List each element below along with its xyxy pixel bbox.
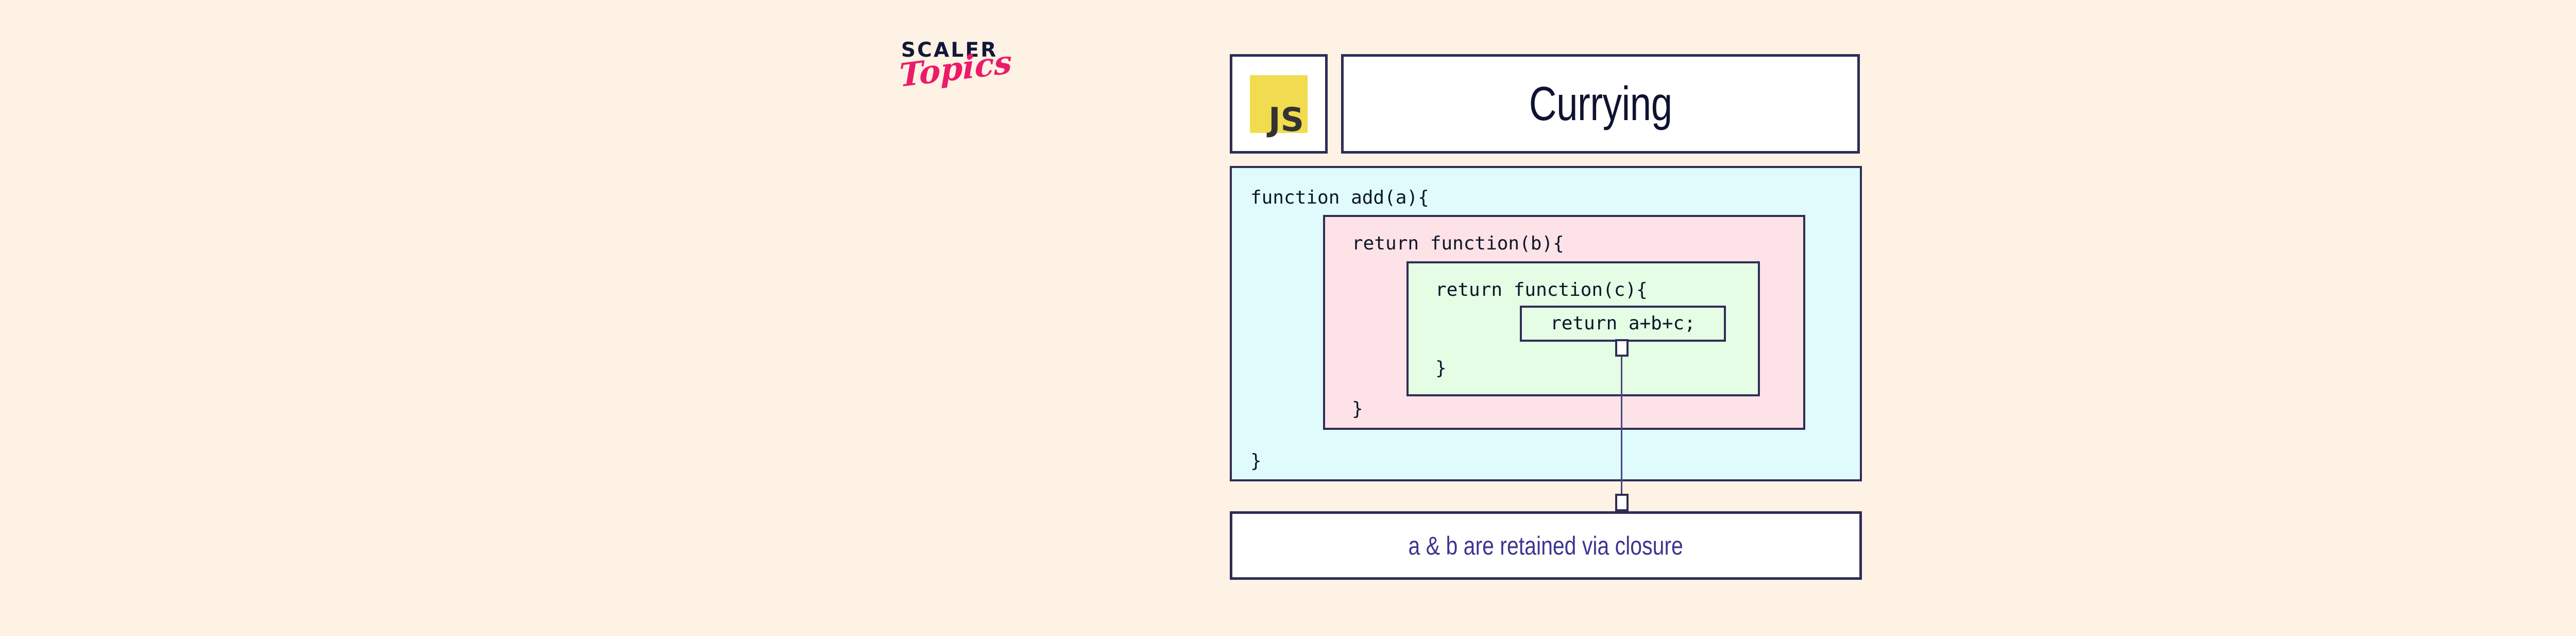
javascript-badge-box: JS bbox=[1230, 54, 1328, 154]
closure-callout-text: a & b are retained via closure bbox=[1408, 531, 1684, 560]
code-scope-inner: return function(c){ return a+b+c; } bbox=[1406, 261, 1760, 396]
connector-line bbox=[1621, 340, 1622, 515]
logo-wordmark-scaler: SCALER bbox=[901, 39, 998, 62]
title-box: Currying bbox=[1341, 54, 1860, 154]
page-title: Currying bbox=[1529, 77, 1672, 130]
code-scope-outer: function add(a){ return function(b){ ret… bbox=[1230, 166, 1862, 481]
code-closing-brace-outer: } bbox=[1250, 450, 1262, 472]
code-line-return-function-b: return function(b){ bbox=[1352, 233, 1564, 254]
code-scope-innermost: return a+b+c; bbox=[1520, 306, 1726, 342]
code-line-return-function-c: return function(c){ bbox=[1435, 279, 1648, 300]
javascript-logo-icon: JS bbox=[1250, 75, 1308, 139]
code-line-function-add: function add(a){ bbox=[1250, 187, 1429, 208]
code-line-return-sum: return a+b+c; bbox=[1550, 313, 1696, 334]
closure-callout-box: a & b are retained via closure bbox=[1230, 511, 1862, 580]
scaler-topics-logo: SCALER Topics bbox=[899, 40, 1033, 125]
connector-node-top bbox=[1615, 339, 1629, 357]
connector-node-bottom bbox=[1615, 494, 1629, 511]
javascript-logo-label: JS bbox=[1268, 101, 1304, 139]
code-closing-brace-middle: } bbox=[1352, 398, 1363, 420]
code-closing-brace-inner: } bbox=[1435, 358, 1447, 379]
code-scope-middle: return function(b){ return function(c){ … bbox=[1323, 215, 1805, 430]
